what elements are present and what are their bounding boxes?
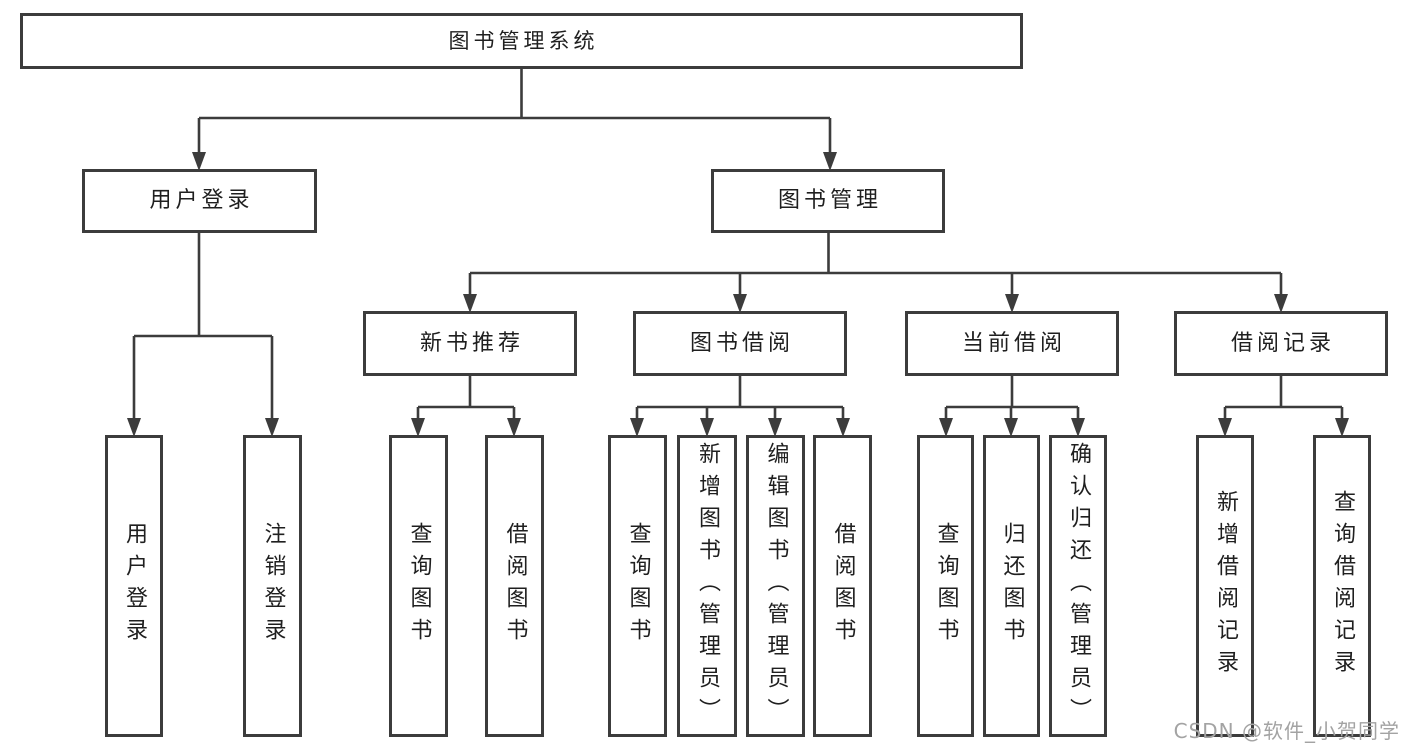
node-label: 查询图书 bbox=[625, 522, 651, 650]
node-user-login: 用户登录 bbox=[105, 435, 163, 737]
node-label: 查询图书 bbox=[933, 522, 959, 650]
node-label: 用户登录 bbox=[122, 522, 147, 650]
node-edit-books-admin: 编辑图书（管理员） bbox=[746, 435, 805, 737]
node-label: 借阅图书 bbox=[502, 522, 528, 650]
node-label: 新增借阅记录 bbox=[1213, 490, 1238, 682]
node-label: 图书借阅 bbox=[689, 330, 794, 356]
node-add-borrow-record: 新增借阅记录 bbox=[1196, 435, 1254, 737]
node-label: 确认归还（管理员） bbox=[1066, 442, 1091, 730]
node-label: 新书推荐 bbox=[419, 330, 524, 356]
watermark: CSDN @软件_小贺同学 bbox=[1173, 719, 1400, 743]
node-query-borrow-record: 查询借阅记录 bbox=[1313, 435, 1371, 737]
node-add-books-admin: 新增图书（管理员） bbox=[677, 435, 737, 737]
node-label: 归还图书 bbox=[999, 522, 1025, 650]
node-user-login-group: 用户登录 bbox=[82, 169, 317, 233]
node-confirm-return-admin: 确认归还（管理员） bbox=[1049, 435, 1107, 737]
node-label: 注销登录 bbox=[260, 522, 286, 650]
node-label: 用户登录 bbox=[149, 188, 254, 213]
node-label: 图书管理系统 bbox=[448, 28, 599, 53]
node-new-book-recommend: 新书推荐 bbox=[363, 311, 577, 376]
node-logout: 注销登录 bbox=[243, 435, 302, 737]
node-borrowing-records: 借阅记录 bbox=[1174, 311, 1388, 376]
node-borrow-books-recommend: 借阅图书 bbox=[485, 435, 544, 737]
node-label: 编辑图书（管理员） bbox=[763, 442, 789, 730]
node-query-books-current: 查询图书 bbox=[917, 435, 974, 737]
node-query-books-borrowing: 查询图书 bbox=[608, 435, 667, 737]
node-query-books-recommend: 查询图书 bbox=[389, 435, 448, 737]
node-borrow-books-borrowing: 借阅图书 bbox=[813, 435, 872, 737]
node-label: 当前借阅 bbox=[961, 330, 1066, 356]
node-label: 查询图书 bbox=[406, 522, 432, 650]
node-current-borrowing: 当前借阅 bbox=[905, 311, 1119, 376]
node-label: 借阅图书 bbox=[830, 522, 856, 650]
node-library-system: 图书管理系统 bbox=[20, 13, 1023, 69]
node-book-borrowing: 图书借阅 bbox=[633, 311, 847, 376]
node-label: 借阅记录 bbox=[1230, 330, 1335, 356]
node-label: 查询借阅记录 bbox=[1330, 490, 1355, 682]
node-book-management: 图书管理 bbox=[711, 169, 945, 233]
node-return-books: 归还图书 bbox=[983, 435, 1040, 737]
node-label: 新增图书（管理员） bbox=[695, 442, 720, 730]
node-label: 图书管理 bbox=[777, 188, 882, 213]
